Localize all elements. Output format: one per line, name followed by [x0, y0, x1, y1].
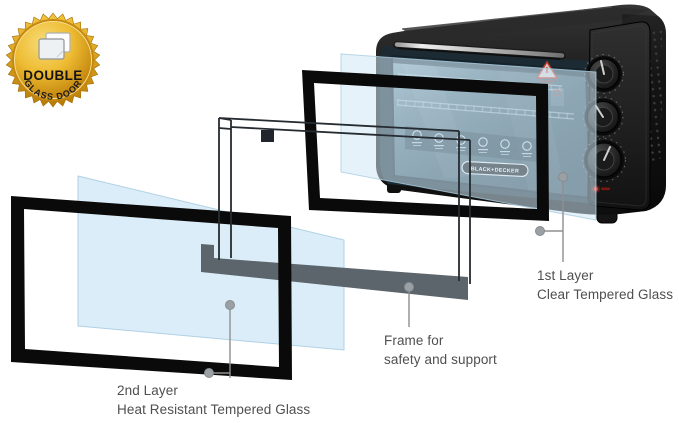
label-first-layer-line1: 1st Layer	[537, 268, 594, 283]
label-first-layer: 1st Layer Clear Tempered Glass	[537, 266, 673, 304]
label-frame-line2: safety and support	[384, 352, 497, 367]
label-second-layer-line1: 2nd Layer	[117, 383, 178, 398]
callout-dot	[204, 368, 214, 378]
double-glass-panes-icon	[38, 32, 71, 60]
label-second-layer-line2: Heat Resistant Tempered Glass	[117, 402, 311, 417]
callout-dot	[404, 282, 414, 292]
wireframe-corner-block	[261, 130, 274, 142]
callout-dot	[558, 172, 568, 182]
double-glass-door-badge: DOUBLE GLASS DOOR	[5, 12, 101, 108]
callout-dots	[204, 172, 568, 378]
badge-title: DOUBLE	[23, 68, 82, 83]
badge-face	[14, 21, 92, 99]
control-panel	[582, 21, 651, 211]
second-layer-frame	[11, 196, 292, 380]
callout-lines	[210, 177, 564, 378]
callout-dot	[535, 226, 545, 236]
oven-top-edge-highlight	[401, 6, 613, 30]
door-handle	[393, 41, 566, 60]
first-layer-frame	[302, 70, 549, 221]
support-frame-wireframe	[218, 117, 471, 284]
label-second-layer: 2nd Layer Heat Resistant Tempered Glass	[117, 381, 310, 419]
label-frame: Frame for safety and support	[384, 331, 497, 369]
support-frame-bar	[201, 244, 468, 300]
oven-top-surface	[402, 7, 649, 41]
label-frame-line1: Frame for	[384, 333, 444, 348]
callout-dot	[225, 300, 235, 310]
label-first-layer-line2: Clear Tempered Glass	[537, 287, 674, 302]
